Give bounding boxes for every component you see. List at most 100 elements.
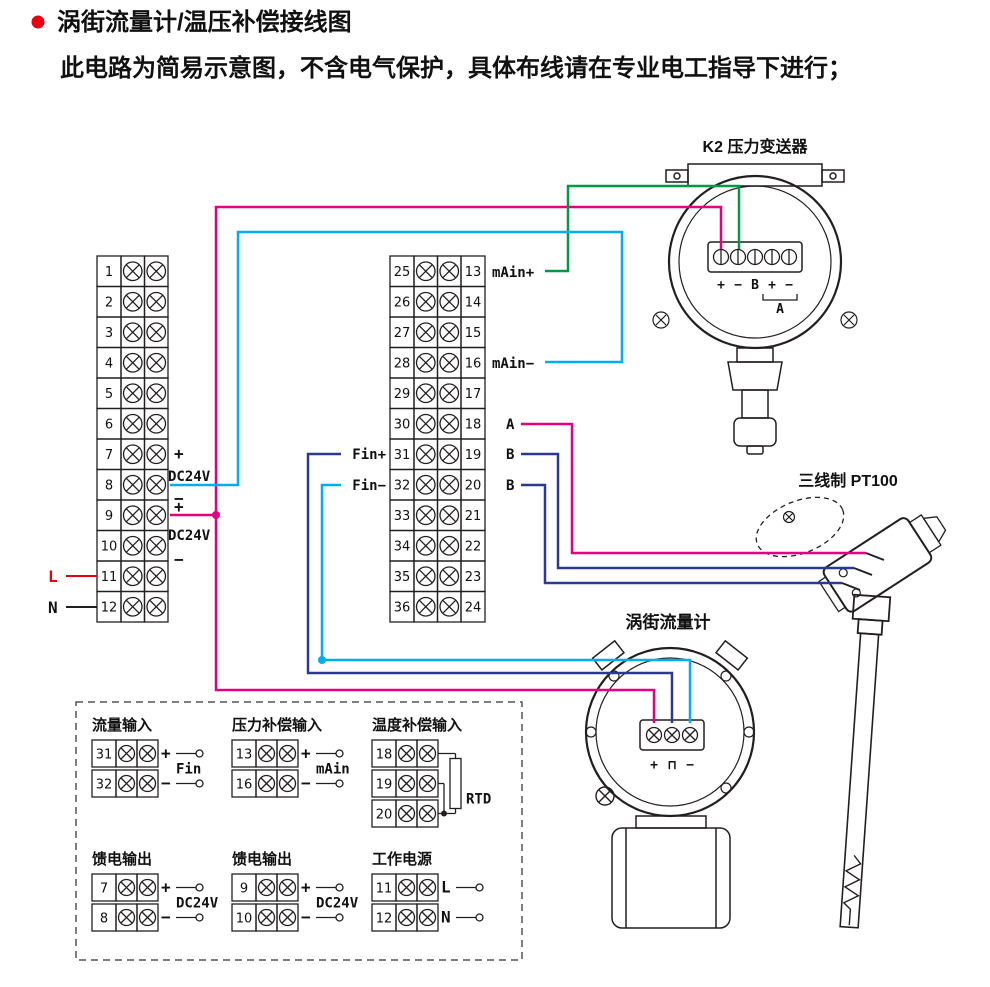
svg-text:3: 3 (105, 326, 113, 341)
svg-text:32: 32 (96, 777, 113, 792)
svg-text:13: 13 (236, 747, 253, 762)
svg-text:16: 16 (465, 357, 482, 372)
svg-text:馈电输出: 馈电输出 (91, 850, 152, 868)
main-minus-label: mAin− (492, 356, 534, 372)
legend-box (75, 701, 523, 961)
main-plus-label: mAin+ (492, 265, 534, 281)
wire-rtd-b1 (521, 452, 854, 570)
svg-text:10: 10 (101, 540, 118, 555)
wire-signal-to-transmitter (545, 184, 741, 273)
wire-fin-plus (306, 452, 674, 723)
svg-text:31: 31 (394, 448, 411, 463)
svg-text:19: 19 (465, 448, 482, 463)
rtd-b1-label: B (506, 447, 514, 463)
svg-text:4: 4 (105, 357, 113, 372)
svg-text:21: 21 (465, 509, 482, 524)
svg-text:+: + (717, 278, 725, 293)
svg-text:11: 11 (376, 881, 393, 896)
svg-text:9: 9 (105, 509, 113, 524)
fin-minus-label: Fin− (352, 478, 386, 494)
svg-text:30: 30 (394, 418, 411, 433)
head-terminal-stubs (841, 552, 885, 591)
terminal-screws (712, 248, 798, 266)
svg-text:mAin: mAin (316, 762, 350, 778)
svg-text:26: 26 (394, 296, 411, 311)
svg-text:Fin: Fin (176, 762, 201, 778)
svg-text:19: 19 (376, 777, 393, 792)
svg-text:31: 31 (96, 747, 113, 762)
feed1-name: DC24V (168, 469, 211, 485)
svg-text:24: 24 (465, 601, 482, 616)
svg-text:⊓: ⊓ (668, 758, 676, 773)
feed1-minus: − (174, 489, 184, 508)
svg-text:−: − (734, 278, 742, 293)
svg-text:+: + (301, 744, 311, 763)
svg-text:25: 25 (394, 265, 411, 280)
bullet-icon (31, 15, 45, 29)
svg-text:5: 5 (105, 387, 113, 402)
terminal-screws (645, 726, 699, 744)
svg-text:8: 8 (105, 479, 113, 494)
feed2-name: DC24V (168, 528, 211, 544)
svg-text:28: 28 (394, 357, 411, 372)
svg-text:−: − (785, 278, 793, 293)
svg-text:DC24V: DC24V (176, 896, 219, 912)
wire-24v-to-transmitter (214, 205, 723, 723)
terminal-labels: + ⊓ − (650, 758, 694, 773)
svg-text:+: + (161, 878, 171, 897)
svg-text:1: 1 (105, 265, 113, 280)
svg-text:−: − (686, 758, 694, 773)
pressure-transmitter: K2 压力变送器 + − B + − A (652, 137, 858, 455)
svg-text:DC24V: DC24V (316, 896, 359, 912)
svg-text:RTD: RTD (466, 792, 491, 808)
svg-text:工作电源: 工作电源 (372, 850, 432, 868)
block-labels: + DC24V − + DC24V − L N mAin+ mAin− A B … (48, 265, 534, 617)
process-connection (727, 347, 783, 455)
svg-text:12: 12 (376, 911, 393, 926)
svg-text:14: 14 (465, 296, 482, 311)
terminal-row: 1 (96, 255, 169, 288)
wire-rtd-a (521, 422, 866, 555)
flange-bolts (585, 670, 755, 794)
svg-text:27: 27 (394, 326, 411, 341)
rtd-a-label: A (506, 417, 515, 433)
svg-text:−: − (301, 908, 311, 927)
line-n-label: N (48, 598, 58, 617)
page-title: 涡街流量计/温压补偿接线图 (57, 8, 352, 36)
svg-text:N: N (441, 908, 451, 927)
svg-text:20: 20 (465, 479, 482, 494)
svg-text:+: + (301, 878, 311, 897)
svg-text:7: 7 (100, 881, 108, 896)
svg-text:18: 18 (465, 418, 482, 433)
junction-dot (212, 511, 220, 519)
svg-text:17: 17 (465, 387, 482, 402)
svg-text:B: B (751, 278, 759, 293)
pt100-label: 三线制 PT100 (798, 471, 898, 490)
svg-text:馈电输出: 馈电输出 (231, 850, 292, 868)
feed2-minus: − (174, 550, 184, 569)
terminal-row: 7 (96, 438, 169, 471)
svg-text:15: 15 (465, 326, 482, 341)
svg-text:22: 22 (465, 540, 482, 555)
flange-tab-right (714, 639, 749, 671)
svg-text:32: 32 (394, 479, 411, 494)
svg-text:33: 33 (394, 509, 411, 524)
svg-text:−: − (161, 774, 171, 793)
fin-plus-label: Fin+ (352, 447, 386, 463)
svg-text:2: 2 (105, 296, 113, 311)
page-subtitle: 此电路为简易示意图，不含电气保护，具体布线请在专业电工指导下进行； (60, 54, 852, 82)
feed1-plus: + (174, 444, 184, 463)
svg-text:13: 13 (465, 265, 482, 280)
group-bracket (762, 294, 798, 301)
svg-text:8: 8 (100, 911, 108, 926)
svg-text:16: 16 (236, 777, 253, 792)
